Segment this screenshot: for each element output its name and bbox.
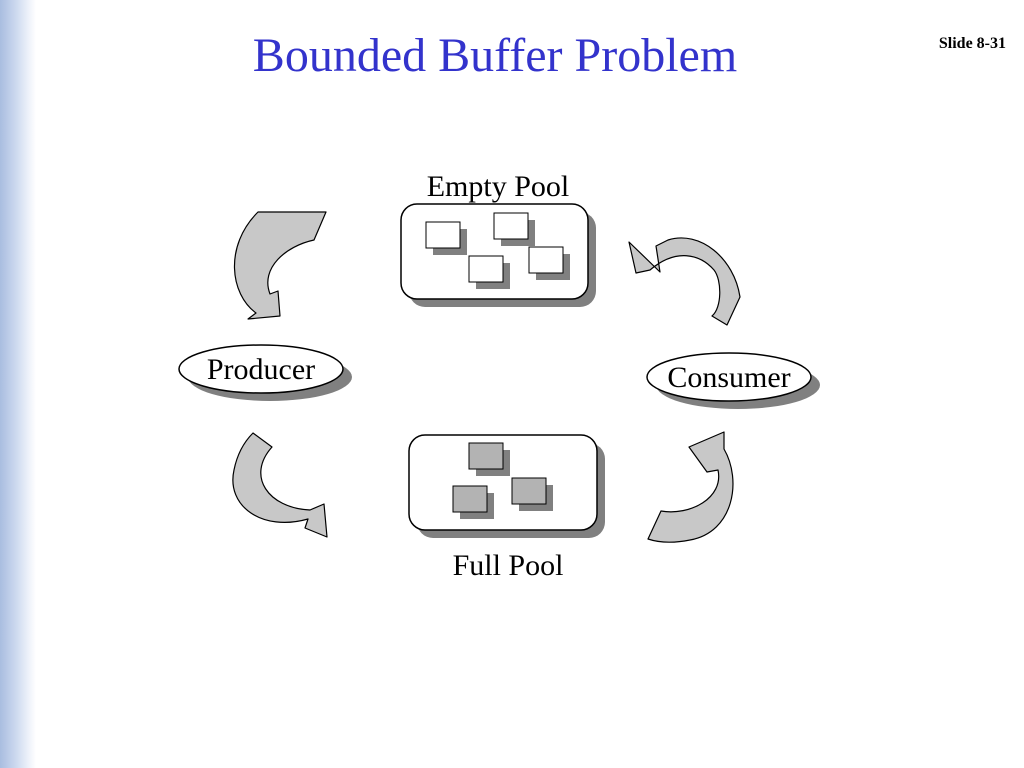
empty-buffer-slot	[493, 212, 535, 246]
full-buffer-slot	[452, 485, 494, 519]
consumer-label: Consumer	[667, 361, 790, 394]
empty-pool	[400, 203, 596, 307]
consumer-ellipse	[646, 352, 812, 402]
empty-buffer-slot	[528, 246, 570, 280]
slide-number: Slide 8-31	[938, 35, 1006, 52]
curved-arrow-icon	[647, 431, 734, 543]
full-buffer-slot	[468, 442, 510, 476]
full-buffer-slot	[511, 477, 553, 511]
producer-label: Producer	[207, 353, 315, 386]
producer-ellipse	[178, 344, 344, 394]
empty-buffer-slot	[425, 221, 467, 255]
curved-arrow-icon	[628, 237, 741, 326]
curved-arrow-icon	[232, 432, 328, 538]
slide-title: Bounded Buffer Problem	[252, 29, 738, 82]
full-pool-label: Full Pool	[453, 549, 564, 582]
full-pool	[408, 434, 605, 538]
consumer-node: Consumer	[646, 352, 820, 409]
producer-node: Producer	[178, 344, 352, 401]
empty-buffer-slot	[468, 255, 510, 289]
slide-side-bar	[0, 0, 36, 768]
curved-arrow-icon	[233, 211, 327, 320]
empty-pool-label: Empty Pool	[427, 170, 570, 203]
